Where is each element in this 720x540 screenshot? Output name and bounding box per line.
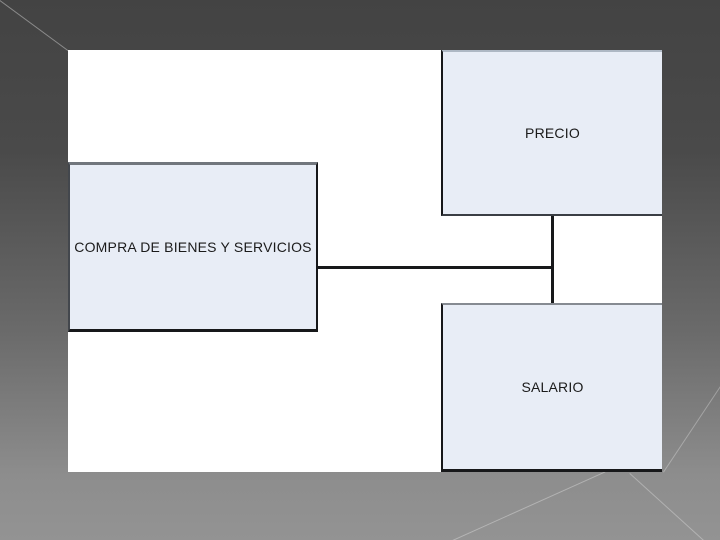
connector-precio-to-salario — [551, 215, 554, 304]
node-compra-label: COMPRA DE BIENES Y SERVICIOS — [74, 238, 312, 255]
node-precio-label: PRECIO — [525, 124, 580, 141]
background-diagonal-line-right — [663, 379, 720, 473]
node-compra-de-bienes-y-servicios[interactable]: COMPRA DE BIENES Y SERVICIOS — [68, 162, 318, 332]
node-salario[interactable]: SALARIO — [441, 303, 662, 472]
background-diagonal-line-bottom-left — [448, 471, 606, 540]
slide-canvas: COMPRA DE BIENES Y SERVICIOS PRECIO SALA… — [68, 50, 662, 472]
node-precio[interactable]: PRECIO — [441, 50, 662, 216]
background-diagonal-line-bottom-right — [629, 473, 707, 540]
node-salario-label: SALARIO — [521, 378, 584, 395]
connector-compra-to-junction — [318, 266, 552, 269]
background-diagonal-line-top-left — [0, 0, 69, 52]
